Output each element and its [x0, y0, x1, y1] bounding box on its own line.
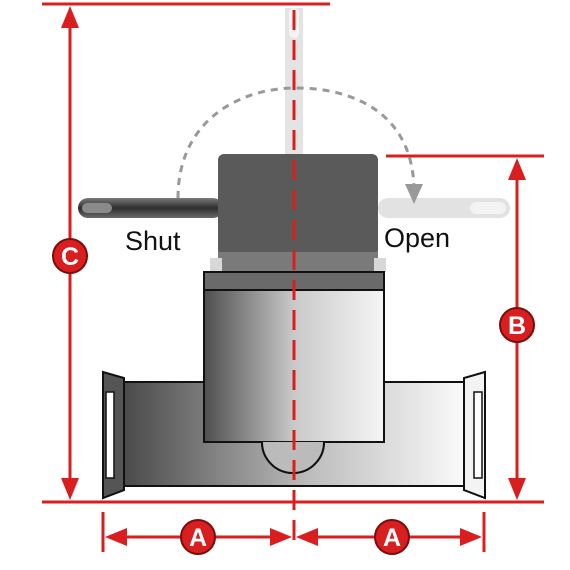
- svg-text:A: A: [189, 524, 207, 552]
- badge-c: C: [52, 238, 88, 274]
- label-open: Open: [384, 223, 450, 253]
- badge-b: B: [499, 307, 535, 343]
- handle-ghost-right: [378, 198, 510, 218]
- flange-right: [463, 370, 486, 500]
- handle-shut: [78, 198, 223, 218]
- actuator-neck: [218, 252, 378, 272]
- flange-left: [102, 370, 125, 500]
- badge-a-right: A: [374, 519, 410, 555]
- actuator-head: [218, 154, 378, 256]
- svg-text:C: C: [61, 243, 79, 271]
- arc-arrowhead: [405, 184, 423, 204]
- svg-text:B: B: [508, 312, 526, 340]
- svg-text:A: A: [383, 524, 401, 552]
- pipe-body: [123, 381, 465, 487]
- label-shut: Shut: [125, 226, 181, 256]
- badge-a-left: A: [180, 519, 216, 555]
